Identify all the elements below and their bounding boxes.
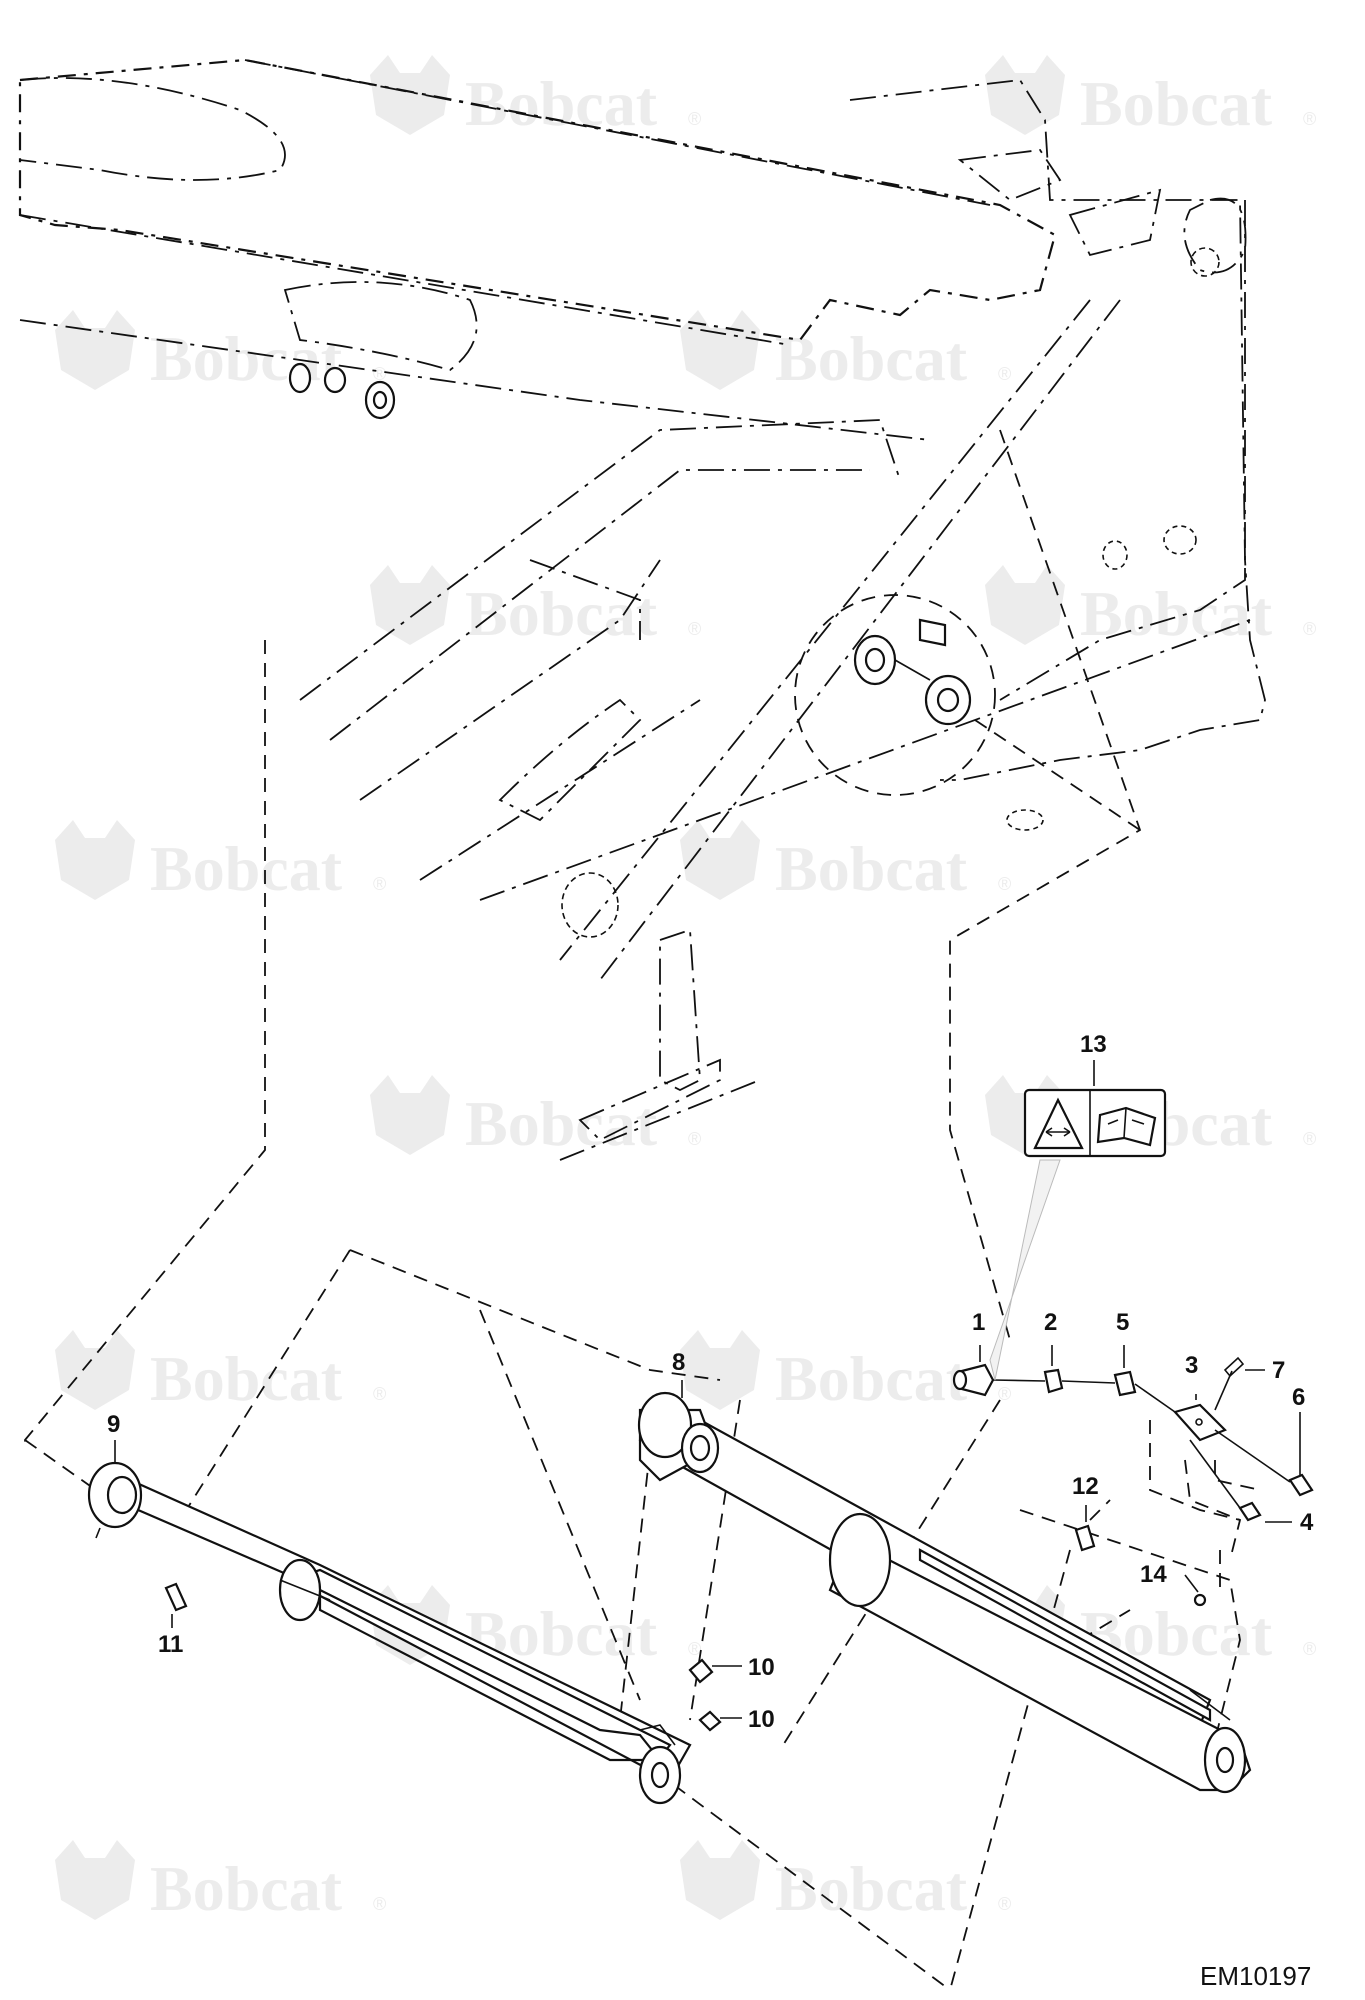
hydraulic-fitting-group xyxy=(952,1356,1314,1607)
upper-pivot-pin xyxy=(288,362,396,420)
bobcat-watermark-registered: ® xyxy=(1303,619,1316,639)
bobcat-watermark-registered: ® xyxy=(373,1894,386,1914)
bobcat-logo-icon xyxy=(680,1840,760,1920)
callout-11: 11 xyxy=(158,1631,183,1658)
callout-12: 12 xyxy=(1072,1473,1099,1500)
part-14-ring xyxy=(1193,1593,1207,1607)
bobcat-watermark-registered: ® xyxy=(1303,1639,1316,1659)
bobcat-logo-icon xyxy=(55,1330,135,1410)
bobcat-watermark-text: Bobcat xyxy=(150,833,343,904)
callout-labels: 1 2 3 4 5 6 7 8 9 10 10 11 12 13 14 xyxy=(107,1031,1314,1733)
bobcat-logo-icon xyxy=(370,1075,450,1155)
bobcat-logo-icon xyxy=(55,1840,135,1920)
bobcat-logo-icon xyxy=(55,820,135,900)
bobcat-watermark: Bobcat ® xyxy=(55,1330,386,1414)
bobcat-logo-icon xyxy=(985,565,1065,645)
bobcat-watermark-registered: ® xyxy=(688,1129,701,1149)
part-6-fitting xyxy=(1288,1473,1314,1497)
callout-14: 14 xyxy=(1140,1561,1167,1588)
bobcat-watermark: Bobcat ® xyxy=(55,1840,386,1924)
callout-6: 6 xyxy=(1292,1384,1305,1411)
bobcat-watermark-registered: ® xyxy=(998,1894,1011,1914)
bobcat-watermark-registered: ® xyxy=(373,364,386,384)
callout-9: 9 xyxy=(107,1411,120,1438)
bobcat-logo-icon xyxy=(985,55,1065,135)
bobcat-watermark: Bobcat ® xyxy=(680,1330,1011,1414)
bobcat-watermark: Bobcat ® xyxy=(370,565,701,649)
part-2-adapter xyxy=(1043,1368,1064,1394)
part-7-bolt xyxy=(1223,1356,1245,1378)
bobcat-watermark: Bobcat ® xyxy=(985,565,1316,649)
bobcat-logo-icon xyxy=(370,565,450,645)
callout-2: 2 xyxy=(1044,1309,1057,1336)
callout-13: 13 xyxy=(1080,1031,1107,1058)
bobcat-watermark: Bobcat ® xyxy=(55,820,386,904)
part-13-safety-decal xyxy=(989,1088,1167,1381)
part-9-bushing xyxy=(87,1461,143,1539)
bobcat-watermark-registered: ® xyxy=(373,1384,386,1404)
part-11-bolt xyxy=(164,1582,188,1612)
bobcat-watermark-text: Bobcat xyxy=(1080,578,1273,649)
operator-manual-icon xyxy=(1096,1106,1157,1147)
bobcat-watermark-text: Bobcat xyxy=(775,323,968,394)
bobcat-watermark-registered: ® xyxy=(998,1384,1011,1404)
bobcat-logo-icon xyxy=(55,310,135,390)
part-5-elbow xyxy=(1113,1370,1137,1397)
bobcat-watermark-registered: ® xyxy=(688,1639,701,1659)
bobcat-watermark: Bobcat ® xyxy=(370,55,701,139)
bobcat-watermark-registered: ® xyxy=(688,109,701,129)
callout-10a: 10 xyxy=(748,1654,775,1681)
callout-leaders xyxy=(114,1060,1301,1719)
callout-1: 1 xyxy=(972,1309,985,1336)
bobcat-watermark-text: Bobcat xyxy=(150,1853,343,1924)
callout-3: 3 xyxy=(1185,1352,1198,1379)
part-10-fittings xyxy=(688,1658,722,1732)
bobcat-logo-icon xyxy=(370,55,450,135)
bobcat-watermark-text: Bobcat xyxy=(465,68,658,139)
bobcat-watermark: Bobcat ® xyxy=(985,55,1316,139)
callout-4: 4 xyxy=(1300,1509,1314,1536)
bobcat-logo-icon xyxy=(680,820,760,900)
warning-triangle-icon xyxy=(1033,1097,1084,1150)
bobcat-watermark: Bobcat ® xyxy=(680,1840,1011,1924)
callout-10b: 10 xyxy=(748,1706,775,1733)
bobcat-watermark: Bobcat ® xyxy=(680,310,1011,394)
watermark-layer: Bobcat ® Bobcat ® Bobcat ® Bobcat ® Bobcat ® Bobca… xyxy=(55,55,1316,1924)
bobcat-watermark-text: Bobcat xyxy=(775,1853,968,1924)
bobcat-logo-icon xyxy=(680,1330,760,1410)
part-3-block xyxy=(1173,1403,1227,1442)
cylinder-base-mount-detail xyxy=(794,594,1141,831)
part-8-lift-cylinder xyxy=(637,1391,1252,1794)
bobcat-watermark-text: Bobcat xyxy=(150,323,343,394)
part-4-fitting xyxy=(1238,1501,1262,1522)
bobcat-watermark-text: Bobcat xyxy=(150,1343,343,1414)
callout-8: 8 xyxy=(672,1349,685,1376)
bobcat-watermark-text: Bobcat xyxy=(775,833,968,904)
bobcat-watermark-text: Bobcat xyxy=(1080,68,1273,139)
part-12-bolt xyxy=(1074,1524,1096,1552)
drawing-number: EM10197 xyxy=(1200,1961,1311,1991)
bobcat-watermark-registered: ® xyxy=(373,874,386,894)
callout-5: 5 xyxy=(1116,1309,1129,1336)
loader-frame xyxy=(18,58,1266,1161)
bobcat-watermark-text: Bobcat xyxy=(775,1343,968,1414)
bobcat-watermark: Bobcat® xyxy=(370,1075,701,1159)
bobcat-watermark-text: Bobcat xyxy=(465,578,658,649)
bobcat-watermark-registered: ® xyxy=(998,364,1011,384)
bobcat-watermark: Bobcat ® xyxy=(680,820,1011,904)
callout-7: 7 xyxy=(1272,1357,1285,1384)
bobcat-watermark-registered: ® xyxy=(688,619,701,639)
bobcat-watermark-registered: ® xyxy=(1303,109,1316,129)
tilt-cylinder-small xyxy=(113,1478,692,1805)
bobcat-watermark-registered: ® xyxy=(1303,1129,1316,1149)
bobcat-watermark-registered: ® xyxy=(998,874,1011,894)
